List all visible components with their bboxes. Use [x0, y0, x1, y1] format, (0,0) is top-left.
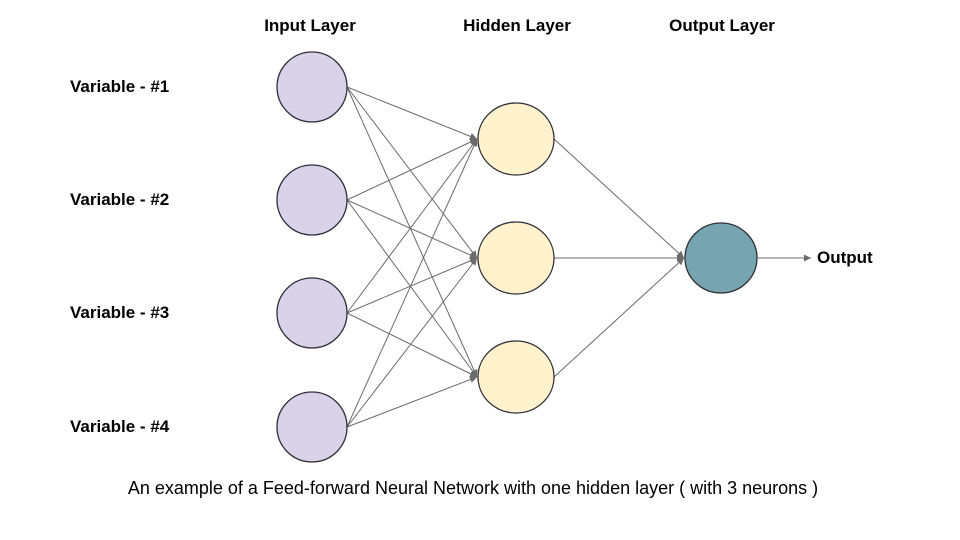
- edge-i1-h3: [346, 86, 478, 378]
- output-layer-title: Output Layer: [669, 16, 775, 35]
- hidden-node-2: [477, 221, 555, 295]
- input-node-label-4: Variable - #4: [70, 417, 170, 436]
- input-node-label-3: Variable - #3: [70, 303, 170, 322]
- hidden-node-3: [477, 340, 555, 414]
- hidden-layer-title: Hidden Layer: [463, 16, 571, 35]
- input-node-2: [276, 164, 348, 236]
- edge-i4-h2: [346, 257, 478, 428]
- input-node-label-1: Variable - #1: [70, 77, 170, 96]
- input-node-1: [276, 51, 348, 123]
- edge-i2-h3: [346, 199, 478, 378]
- edge-i3-h1: [346, 138, 478, 314]
- input-node-3: [276, 277, 348, 349]
- input-node-4: [276, 391, 348, 463]
- output-node: [684, 222, 758, 294]
- edge-h1-o1: [553, 138, 685, 259]
- edge-i1-h1: [346, 86, 478, 140]
- edge-h3-o1: [553, 257, 685, 378]
- input-node-label-2: Variable - #2: [70, 190, 170, 209]
- edge-i2-h1: [346, 138, 478, 201]
- hidden-node-1: [477, 102, 555, 176]
- input-layer-title: Input Layer: [264, 16, 356, 35]
- caption: An example of a Feed-forward Neural Netw…: [127, 478, 819, 498]
- edge-i3-h2: [346, 257, 478, 314]
- output-label: Output: [817, 248, 873, 267]
- edge-i4-h3: [346, 376, 478, 428]
- edge-i2-h2: [346, 199, 478, 259]
- edge-i1-h2: [346, 86, 478, 259]
- edge-i4-h1: [346, 138, 478, 428]
- edge-i3-h3: [346, 312, 478, 378]
